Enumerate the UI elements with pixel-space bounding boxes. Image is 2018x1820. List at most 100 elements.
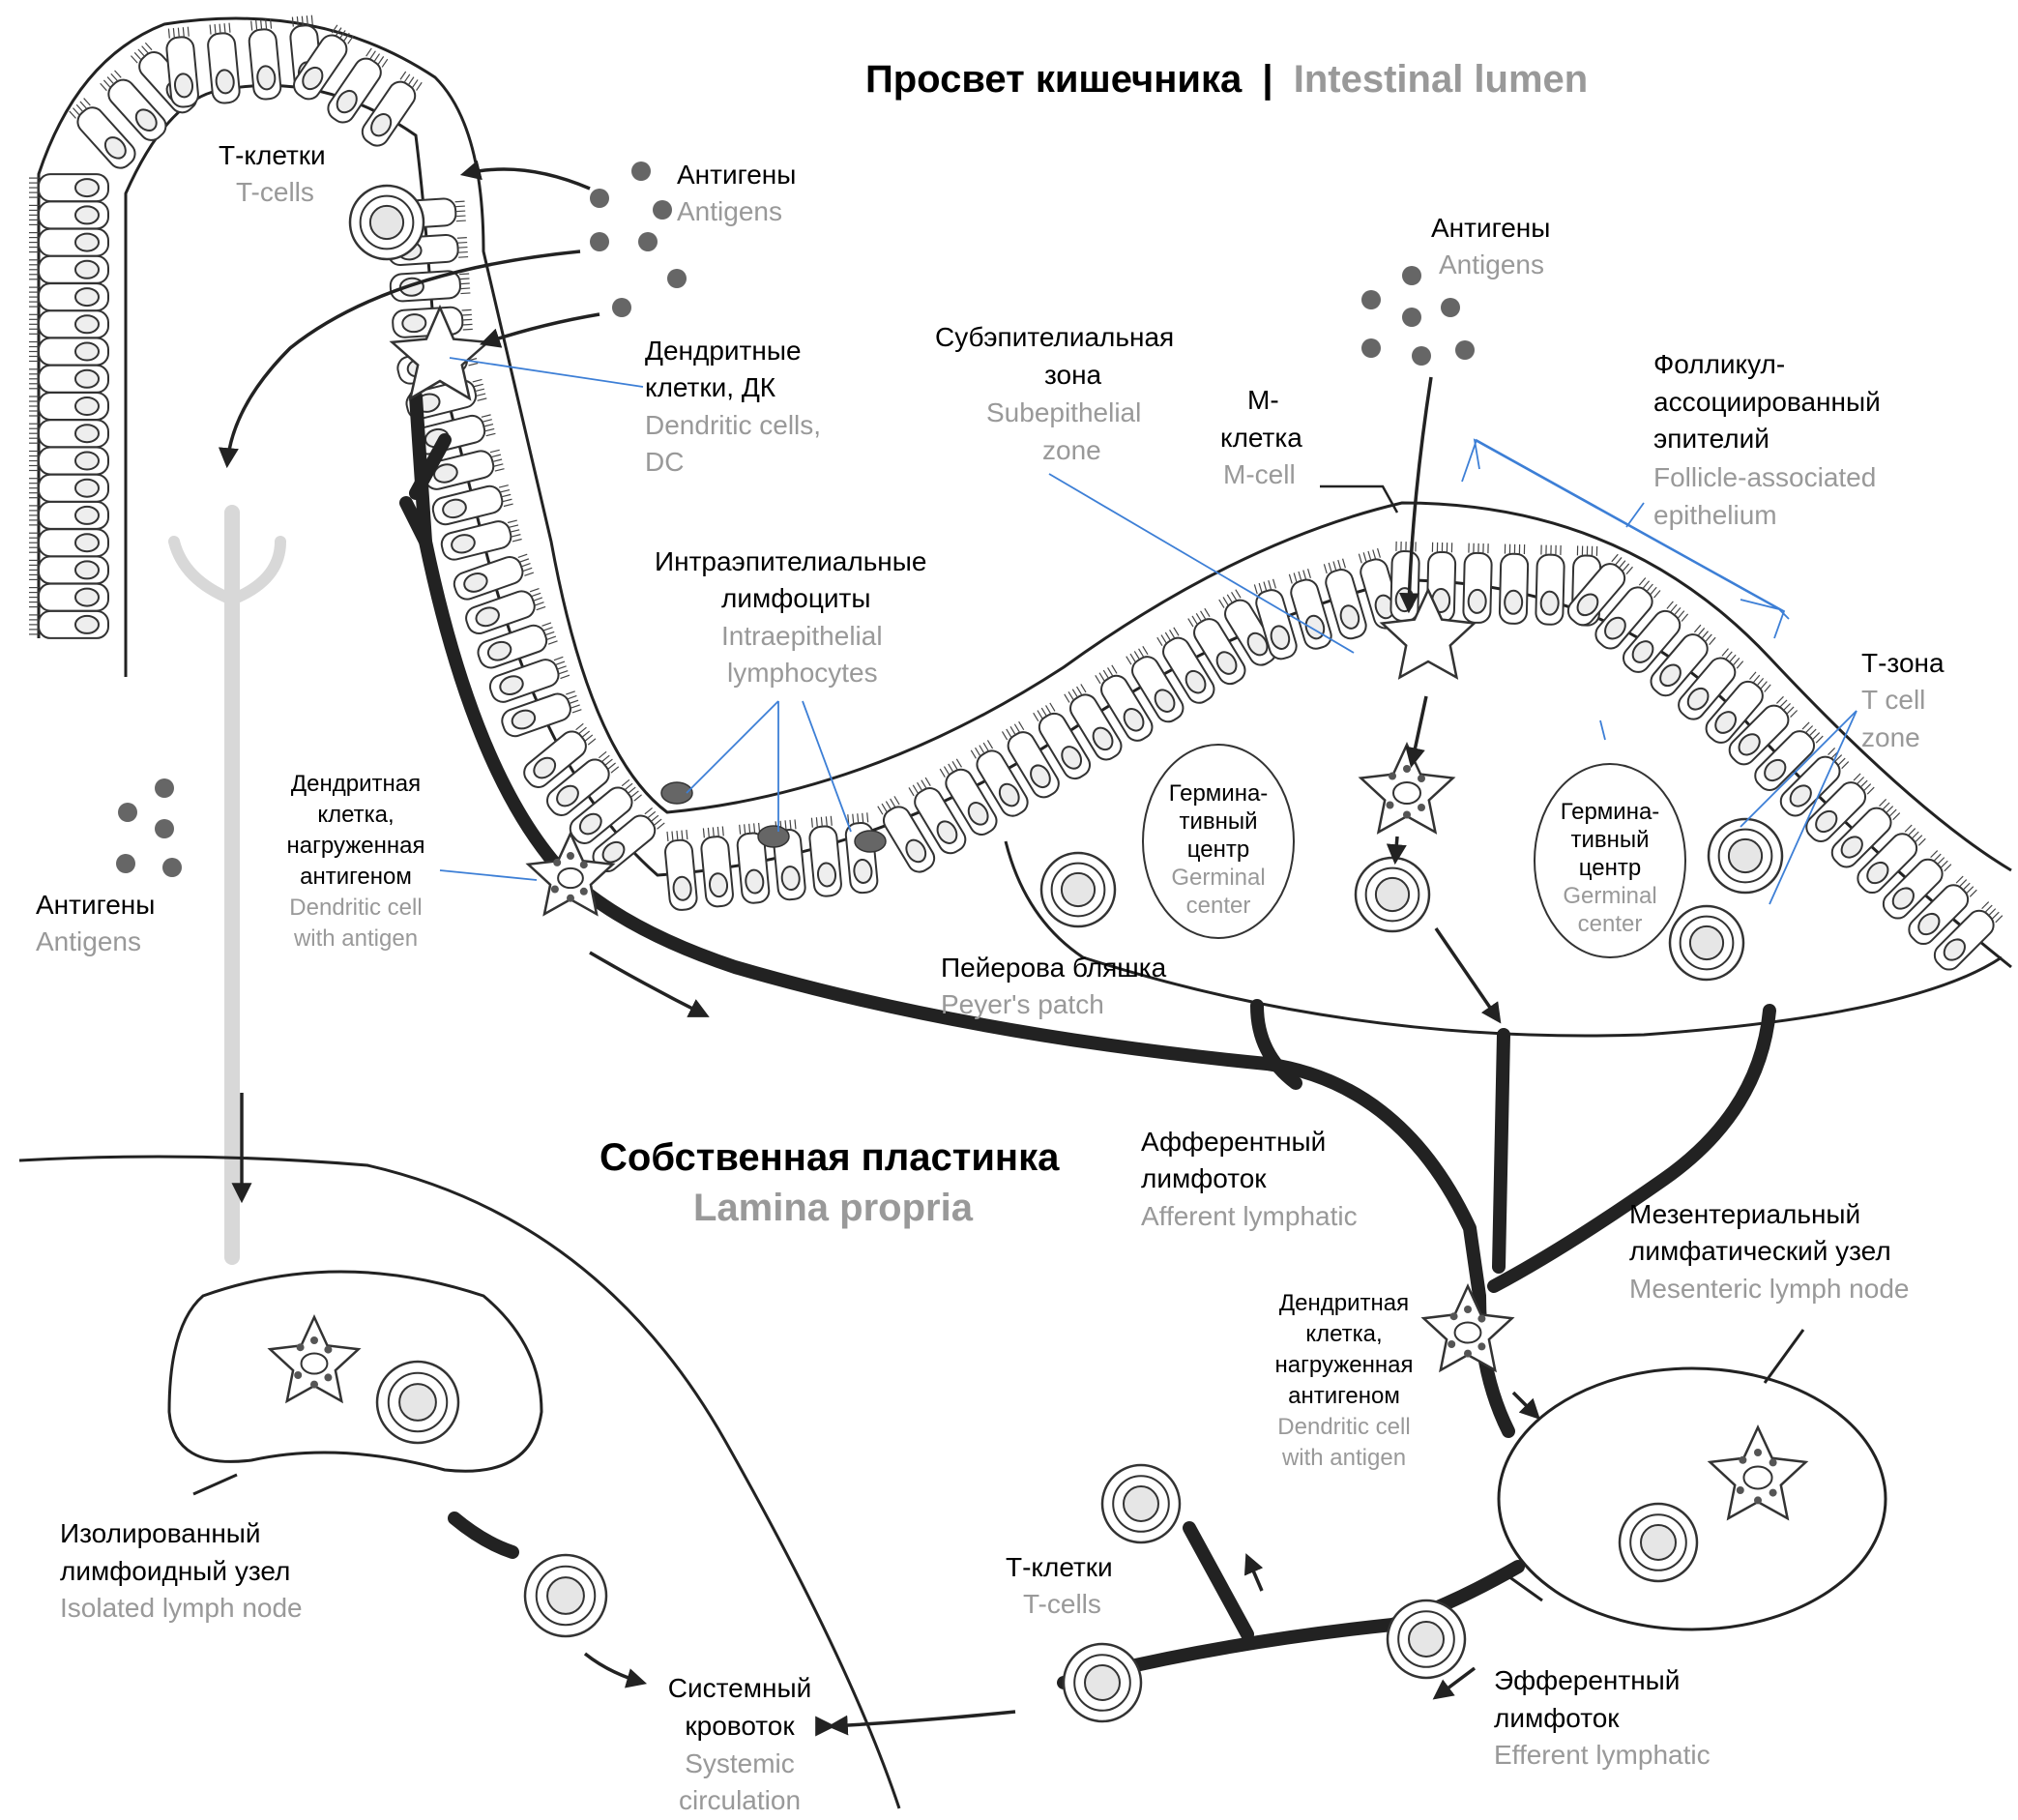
lymphocyte	[375, 1360, 460, 1445]
isolated-lymph-node-outline	[167, 1270, 543, 1473]
microvillus	[1988, 908, 1997, 917]
lymphocyte-ring	[1397, 1610, 1455, 1668]
dendritic-cell-lamina-antigen	[567, 894, 574, 902]
dendritic-cell-afferent	[1420, 1283, 1515, 1373]
epithelial-cell-nucleus	[1686, 687, 1710, 711]
microvillus	[1095, 674, 1101, 685]
epithelial-cell	[207, 22, 241, 104]
leader-iel-1	[686, 700, 779, 794]
microvillus	[647, 810, 657, 819]
epithelial-cell	[877, 796, 936, 873]
epithelial-cell-nucleus	[1576, 593, 1599, 617]
arrow-lumen-to-lamina	[218, 250, 581, 469]
epithelial-cell	[29, 473, 109, 503]
dendritic-cell-isolated-antigen	[310, 1380, 318, 1389]
arrows	[218, 160, 1540, 1737]
mcell-en: M-cell	[1223, 459, 1296, 489]
dendritic-cell-afferent-nucleus	[1453, 1321, 1482, 1344]
microvillus	[702, 828, 705, 838]
microvillus	[1729, 654, 1737, 663]
gc1-ru-2: тивный	[1179, 808, 1257, 835]
microvillus	[524, 572, 535, 576]
fae-ru-1: Фолликул-	[1653, 349, 1785, 379]
microvillus	[1812, 732, 1821, 741]
title: Просвет кишечника | Intestinal lumen	[865, 58, 1588, 101]
microvillus	[744, 824, 746, 835]
microvillus	[529, 587, 540, 593]
title-ru: Просвет кишечника	[865, 58, 1243, 101]
lymphocyte-core	[368, 204, 405, 241]
tzone-en-2: zone	[1861, 722, 1920, 752]
microvillus	[533, 597, 543, 602]
microvillus	[784, 820, 787, 831]
epithelial-cell-nucleus	[853, 859, 873, 884]
microvillus	[1736, 660, 1744, 669]
leader-dc-left	[439, 869, 538, 881]
epithelial-cell-nucleus	[74, 232, 100, 252]
epithelial-cell-nucleus	[1184, 669, 1207, 694]
microvillus	[1837, 757, 1846, 766]
microvillus	[110, 73, 118, 82]
epithelial-cell-nucleus	[256, 65, 277, 91]
epithelial-cell	[165, 26, 199, 108]
subepi-ru-2: зона	[1044, 360, 1102, 390]
epithelial-cell	[1389, 541, 1420, 623]
microvillus	[1293, 572, 1298, 583]
microvillus	[657, 822, 665, 830]
epithelial-cell	[1126, 645, 1184, 723]
microvillus	[541, 622, 552, 627]
microvillus	[1272, 578, 1276, 589]
microvillus	[458, 255, 469, 258]
microvillus	[546, 635, 557, 640]
microvillus	[481, 414, 491, 418]
microvillus	[291, 16, 294, 27]
arrow-dc-to-tcell	[1386, 836, 1407, 866]
microvillus	[1040, 707, 1047, 717]
epithelial-cell-nucleus	[1659, 663, 1682, 688]
antigens-left-en: Antigens	[36, 926, 141, 956]
epithelial-cell	[29, 528, 109, 558]
arrow-dc-along-vessel	[589, 951, 710, 1017]
epithelial-cell	[29, 282, 109, 312]
microvillus	[610, 766, 620, 774]
microvillus	[571, 709, 582, 714]
lymphatic-vessels	[399, 390, 1776, 1689]
dc-en-2: DC	[645, 447, 684, 477]
lamina-propria-ru: Собственная пластинка	[600, 1136, 1060, 1179]
epithelial-cell	[1779, 748, 1850, 817]
microvillus	[1102, 669, 1110, 679]
microvillus	[1169, 630, 1176, 639]
epithelial-cell-nucleus	[533, 756, 557, 779]
antigen-dot	[116, 854, 135, 873]
villus-lymphatic	[168, 505, 286, 1265]
gc1-ru-1: Гермина-	[1169, 780, 1269, 807]
microvillus	[476, 393, 486, 397]
epithelium-apical-outline	[37, 16, 2012, 872]
microvillus	[624, 782, 633, 790]
microvillus	[172, 28, 175, 39]
fae-en-2: epithelium	[1653, 500, 1777, 530]
epithelial-cell	[1535, 544, 1565, 626]
microvillus	[1001, 731, 1009, 741]
arrow-antigen-to-tcell	[459, 160, 591, 191]
dcl-ru-4: антигеном	[300, 864, 412, 890]
epithelial-cell	[431, 484, 513, 526]
microvillus	[1611, 553, 1619, 563]
dendritic-cell-peyers-antigen	[1403, 810, 1411, 819]
dc-en-1: Dendritic cells,	[645, 410, 821, 440]
epithelial-cell	[477, 622, 558, 669]
epithelial-cell-nucleus	[998, 782, 1020, 807]
leader-mesenteric	[1763, 1329, 1805, 1384]
epithelial-cell-nucleus	[74, 587, 100, 607]
arrow-systemic-in	[827, 1710, 1016, 1736]
microvillus	[1886, 806, 1894, 814]
microvillus	[908, 787, 915, 797]
microvillus	[1009, 726, 1016, 736]
microvillus	[1323, 564, 1328, 574]
epithelial-cell	[1594, 577, 1661, 650]
microvillus	[517, 553, 528, 559]
lymphocyte-core	[546, 1576, 585, 1615]
microvillus	[182, 27, 185, 38]
arrow-antigen-to-mcell	[1398, 376, 1433, 614]
peyers-ru: Пейерова бляшка	[941, 953, 1167, 983]
